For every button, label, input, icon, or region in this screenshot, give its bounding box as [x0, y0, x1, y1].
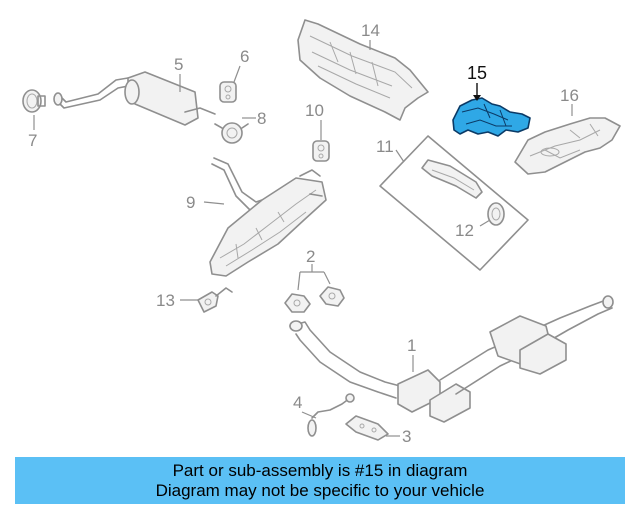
- part-10-hanger[interactable]: [312, 140, 330, 162]
- callout-13: 13: [156, 291, 175, 310]
- info-banner: Part or sub-assembly is #15 in diagram D…: [15, 457, 625, 504]
- callout-5: 5: [174, 55, 183, 74]
- part-6-hanger[interactable]: [219, 81, 237, 103]
- exhaust-parts-diagram: 14 15 16 5 6 7: [22, 19, 621, 446]
- callout-15: 15: [467, 63, 487, 83]
- callout-15-arrow-icon: [473, 95, 481, 101]
- part-1-front-exhaust[interactable]: [289, 295, 614, 423]
- part-16-heat-shield[interactable]: [514, 117, 621, 175]
- banner-line-1: Part or sub-assembly is #15 in diagram: [172, 460, 468, 480]
- part-7-clamp[interactable]: [22, 89, 46, 113]
- part-5-rear-muffler[interactable]: [53, 71, 216, 126]
- part-15-heat-shield[interactable]: [452, 97, 531, 137]
- part-8-clamp[interactable]: [214, 122, 249, 144]
- callout-1: 1: [407, 336, 416, 355]
- callout-7: 7: [28, 131, 37, 150]
- callout-14: 14: [361, 21, 380, 40]
- part-9-intermediate-pipe[interactable]: [209, 157, 327, 277]
- callout-9: 9: [186, 193, 195, 212]
- part-14-heat-shield[interactable]: [297, 19, 429, 121]
- part-12-grommet[interactable]: [487, 202, 505, 226]
- callout-16: 16: [560, 86, 579, 105]
- callout-2: 2: [306, 247, 315, 266]
- callout-6: 6: [240, 47, 249, 66]
- callout-10: 10: [305, 101, 324, 120]
- part-2-gaskets[interactable]: [284, 286, 345, 313]
- banner-line-2: Diagram may not be specific to your vehi…: [155, 480, 485, 500]
- part-3-sensor[interactable]: [345, 415, 389, 441]
- callout-11: 11: [376, 137, 394, 156]
- callout-8: 8: [257, 109, 266, 128]
- callout-4: 4: [293, 393, 302, 412]
- part-13-sensor[interactable]: [197, 287, 233, 313]
- callout-12: 12: [455, 221, 474, 240]
- part-4-oxygen-sensor[interactable]: [307, 393, 355, 437]
- part-11-hanger-kit[interactable]: [379, 135, 529, 271]
- callout-3: 3: [402, 427, 411, 446]
